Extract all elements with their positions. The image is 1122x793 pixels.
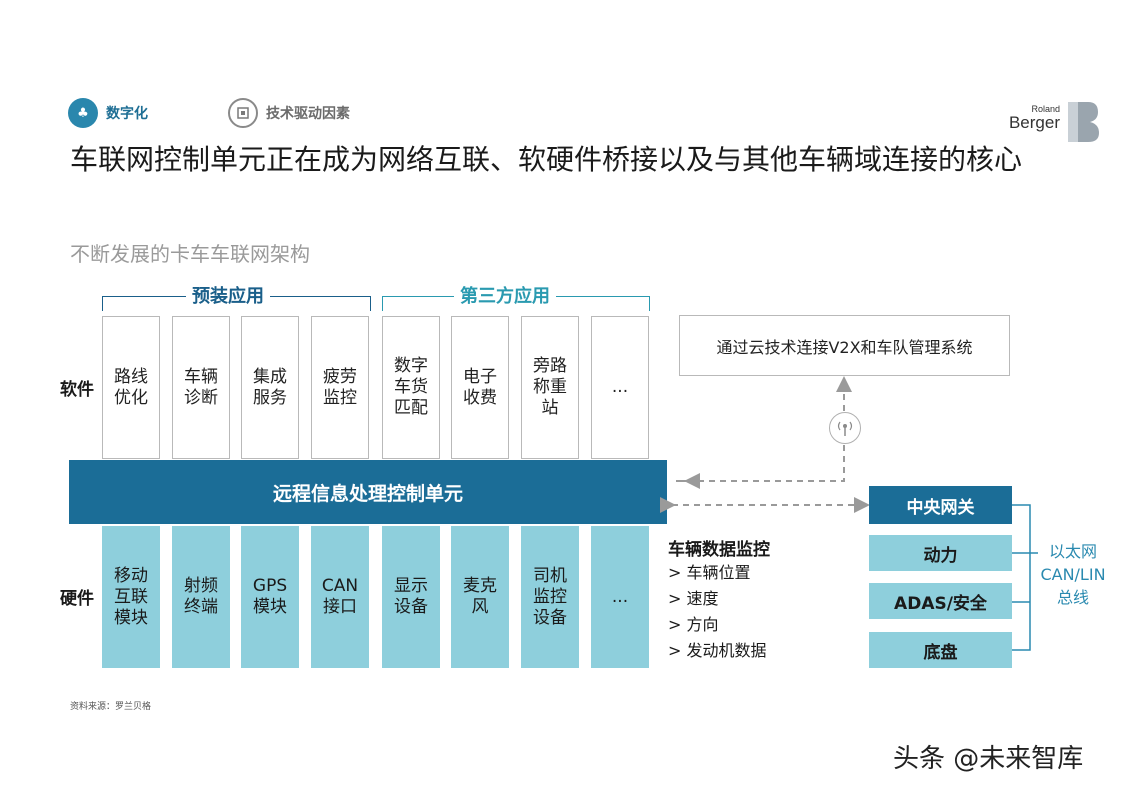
domain-power: 动力 bbox=[869, 535, 1012, 571]
hardware-box: 显示设备 bbox=[382, 526, 440, 668]
bus-bracket bbox=[1012, 504, 1038, 651]
vehicle-monitor-list: > 车辆位置 > 速度 > 方向 > 发动机数据 bbox=[668, 560, 767, 664]
software-box: 数字车货匹配 bbox=[382, 316, 440, 459]
hardware-label: 硬件 bbox=[60, 589, 94, 609]
digital-icon: ♣ bbox=[68, 98, 98, 128]
third-party-label: 第三方应用 bbox=[454, 282, 556, 308]
cloud-v2x-box: 通过云技术连接V2X和车队管理系统 bbox=[679, 315, 1010, 376]
list-item: > 速度 bbox=[668, 589, 719, 608]
hardware-box: GPS模块 bbox=[241, 526, 299, 668]
watermark: 头条 @未来智库 bbox=[893, 744, 1084, 774]
digital-tag-label: 数字化 bbox=[106, 106, 148, 122]
hardware-box: ... bbox=[591, 526, 649, 668]
digital-tag: ♣ 数字化 bbox=[68, 98, 148, 128]
logo-b-icon bbox=[1068, 102, 1099, 142]
source-note: 资料来源：罗兰贝格 bbox=[70, 702, 152, 712]
page-title: 车联网控制单元正在成为网络互联、软硬件桥接以及与其他车辆域连接的核心 bbox=[70, 143, 1023, 176]
software-box: 电子收费 bbox=[451, 316, 509, 459]
software-box: 集成服务 bbox=[241, 316, 299, 459]
preinstalled-label: 预装应用 bbox=[186, 282, 270, 308]
hardware-box: 司机监控设备 bbox=[521, 526, 579, 668]
hardware-box: 移动互联模块 bbox=[102, 526, 160, 668]
list-item: > 发动机数据 bbox=[668, 641, 767, 660]
hardware-box: 麦克风 bbox=[451, 526, 509, 668]
software-box: 车辆诊断 bbox=[172, 316, 230, 459]
vehicle-monitor-title: 车辆数据监控 bbox=[668, 540, 770, 560]
telematics-control-unit: 远程信息处理控制单元 bbox=[69, 460, 667, 524]
roland-berger-logo: Roland Berger bbox=[1008, 104, 1060, 132]
page-subtitle: 不断发展的卡车车联网架构 bbox=[70, 242, 310, 266]
software-box: ... bbox=[591, 316, 649, 459]
software-label: 软件 bbox=[60, 380, 94, 400]
domain-adas: ADAS/安全 bbox=[869, 583, 1012, 619]
list-item: > 车辆位置 bbox=[668, 563, 751, 582]
list-item: > 方向 bbox=[668, 615, 719, 634]
tech-driver-tag-label: 技术驱动因素 bbox=[266, 106, 350, 122]
hardware-box: CAN接口 bbox=[311, 526, 369, 668]
software-box: 旁路称重站 bbox=[521, 316, 579, 459]
domain-chassis: 底盘 bbox=[869, 632, 1012, 668]
central-gateway: 中央网关 bbox=[869, 486, 1012, 524]
software-box: 疲劳监控 bbox=[311, 316, 369, 459]
tcu-antenna-line bbox=[676, 444, 845, 482]
hardware-box: 射频终端 bbox=[172, 526, 230, 668]
antenna-icon bbox=[829, 412, 861, 444]
tech-driver-tag: 技术驱动因素 bbox=[228, 98, 350, 128]
bus-label: 以太网 CAN/LIN 总线 bbox=[1040, 542, 1106, 607]
software-box: 路线优化 bbox=[102, 316, 160, 459]
chip-icon bbox=[228, 98, 258, 128]
